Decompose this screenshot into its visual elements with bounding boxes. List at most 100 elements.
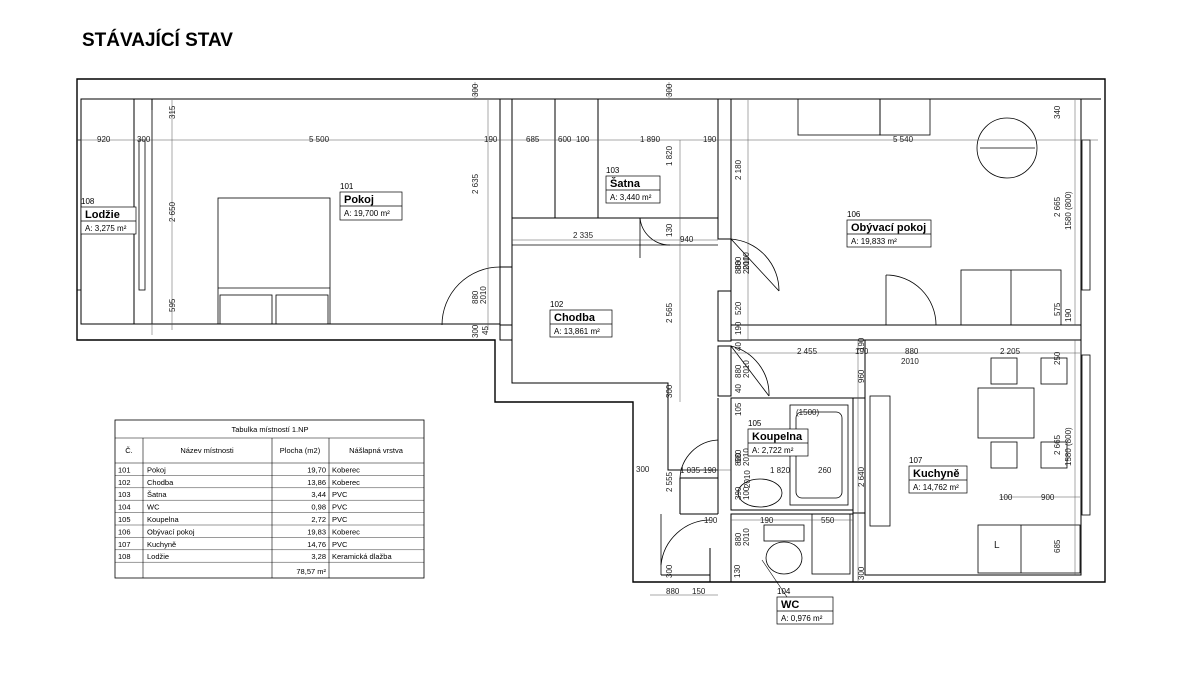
dim-text: 45 [481, 326, 490, 335]
dim-text: 300 [665, 564, 674, 578]
room-label-105: 105 Koupelna A: 2,722 m² [747, 419, 809, 457]
dim-text: 5 500 [309, 135, 330, 144]
room-name: Pokoj [344, 194, 374, 206]
dim-text: 190 [484, 135, 498, 144]
dim-text: 130 [665, 223, 674, 237]
room-number: 105 [748, 419, 762, 428]
table-cell: Koberec [332, 527, 360, 536]
dim-text: 100 [576, 135, 590, 144]
table-cell: Obývací pokoj [147, 527, 195, 536]
table-cell: WC [147, 503, 160, 512]
dim-text: 300 [471, 324, 480, 338]
table-cell: 0,98 [311, 503, 326, 512]
table-cell: 104 [118, 503, 131, 512]
doors [441, 217, 937, 566]
dim-text: 880 [905, 347, 919, 356]
dim-text: 550 [821, 516, 835, 525]
table-cell: PVC [332, 515, 348, 524]
table-cell: Koupelna [147, 515, 180, 524]
furniture [217, 98, 1081, 575]
dim-text: 300 [857, 566, 866, 580]
dim-text: 105 [734, 402, 743, 416]
dim-text: 2 180 [734, 159, 743, 180]
dim-text: 100 [742, 486, 751, 500]
dim-text: 300 [665, 384, 674, 398]
dim-text: 300 [636, 465, 650, 474]
dim-text: 260 [818, 466, 832, 475]
dim-text: 2 665 [1053, 196, 1062, 217]
table-cell: Pokoj [147, 465, 166, 474]
room-number: 104 [777, 587, 791, 596]
table-cell: 102 [118, 478, 131, 487]
table-title: Tabulka místností 1.NP [231, 425, 308, 434]
room-area: A: 2,722 m² [752, 446, 794, 455]
room-label-108: 108 Lodžie A: 3,275 m² [80, 197, 137, 235]
page-title: STÁVAJÍCÍ STAV [82, 29, 233, 51]
room-label-107: 107 Kuchyně A: 14,762 m² [908, 456, 968, 494]
dim-text: 685 [526, 135, 540, 144]
table-cell: Kuchyně [147, 540, 176, 549]
dim-text: 2010 [742, 256, 751, 274]
table-cell: 19,70 [307, 465, 326, 474]
room-name: Obývací pokoj [851, 222, 926, 234]
dim-text: 2 335 [573, 231, 594, 240]
dim-text: 2 650 [168, 201, 177, 222]
table-cell: PVC [332, 540, 348, 549]
dim-text: 575 [1053, 302, 1062, 316]
table-cell: Šatna [147, 490, 167, 499]
dim-text: 880 [734, 532, 743, 546]
dim-text: 190 [734, 321, 743, 335]
dim-text: 880 [734, 452, 743, 466]
dim-text: 2 565 [665, 302, 674, 323]
dim-text: 190 [1064, 308, 1073, 322]
dim-text: 340 [1053, 105, 1062, 119]
dim-text: 190 [760, 516, 774, 525]
table-header: Č. [125, 446, 133, 455]
dim-text: 315 [168, 105, 177, 119]
dim-text: 1 820 [770, 466, 791, 475]
dim-text: L [994, 540, 1000, 551]
dim-text: 2 455 [797, 347, 818, 356]
table-header: Nášlapná vrstva [349, 446, 404, 455]
dim-text: 150 [692, 587, 706, 596]
dim-text: 190 [855, 347, 869, 356]
table-cell: PVC [332, 503, 348, 512]
dim-text: 190 [703, 466, 717, 475]
dim-text: 40 [734, 342, 743, 351]
table-cell: 107 [118, 540, 131, 549]
dim-text: 2 555 [665, 471, 674, 492]
dim-text: 40 [734, 384, 743, 393]
dim-text: 2 635 [471, 173, 480, 194]
table-cell: 108 [118, 552, 131, 561]
dim-text: 940 [680, 235, 694, 244]
table-cell: Koberec [332, 478, 360, 487]
table-cell: 2,72 [311, 515, 326, 524]
room-area: A: 3,440 m² [610, 193, 652, 202]
dim-text: 100 [999, 493, 1013, 502]
table-cell: Chodba [147, 478, 174, 487]
dim-text: 2010 [742, 360, 751, 378]
dim-text: 300 [137, 135, 151, 144]
dim-text: 2 640 [857, 466, 866, 487]
room-name: Koupelna [752, 431, 803, 443]
table-cell: 3,44 [311, 490, 326, 499]
dim-text: 2010 [742, 448, 751, 466]
dim-text: 960 [857, 369, 866, 383]
dim-text: 880 [734, 260, 743, 274]
room-number: 108 [81, 197, 95, 206]
dim-text: 190 [703, 135, 717, 144]
dim-text: 920 [97, 135, 111, 144]
room-name: Kuchyně [913, 468, 959, 480]
room-name: WC [781, 599, 799, 611]
dim-text: 1 035 [680, 466, 701, 475]
room-number: 107 [909, 456, 923, 465]
room-area: A: 13,861 m² [554, 327, 600, 336]
dim-text: 880 [734, 256, 743, 270]
room-number: 102 [550, 300, 564, 309]
table-cell: 106 [118, 527, 131, 536]
table-total: 78,57 m² [296, 567, 326, 576]
dim-text: 1 890 [640, 135, 661, 144]
dim-text: 595 [168, 298, 177, 312]
dim-text: 680 [734, 449, 743, 463]
dim-text: 2010 [742, 528, 751, 546]
